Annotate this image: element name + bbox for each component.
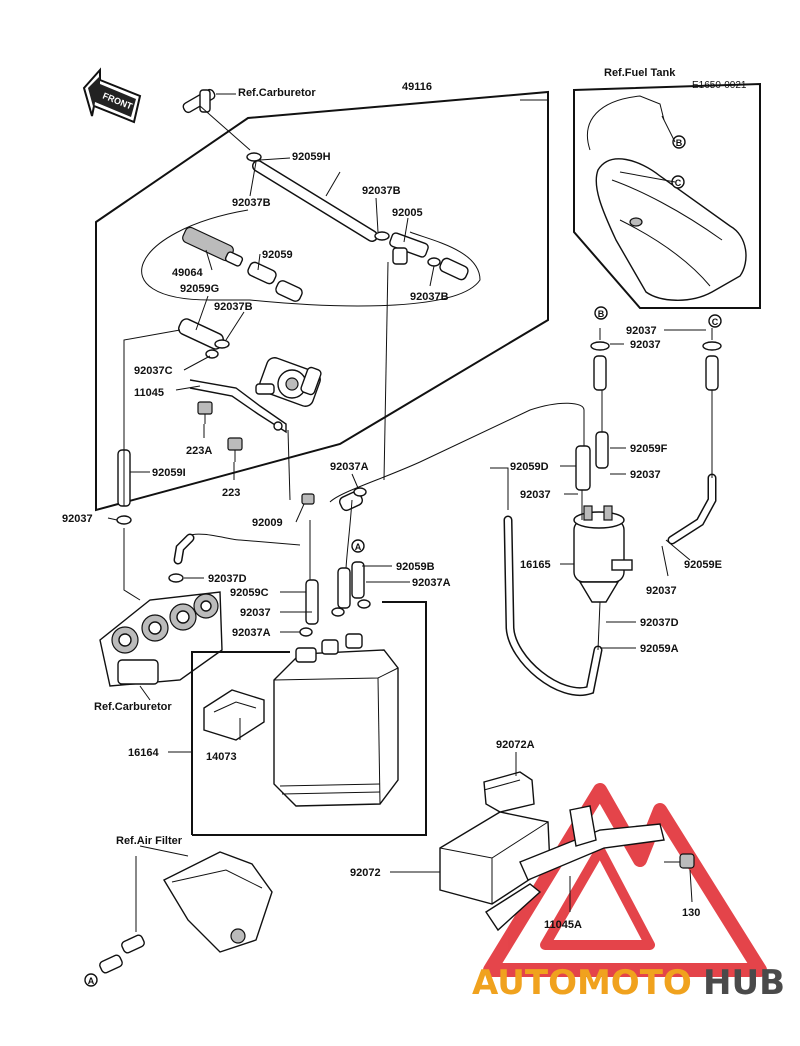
carb-vent-hose <box>168 533 195 583</box>
hose-92059D <box>575 445 591 491</box>
label-92059C: 92059C <box>230 587 269 599</box>
bolt-130 <box>664 853 695 869</box>
bracket-92072 <box>439 771 551 905</box>
front-arrow-icon: FRONT <box>82 67 142 124</box>
label-92059B: 92059B <box>396 561 435 573</box>
fuel-pump <box>255 357 322 407</box>
hose-92059H <box>252 160 378 242</box>
pump-assembly-box <box>95 90 549 512</box>
label-16165: 16165 <box>520 559 551 571</box>
label-92037B-1: 92037B <box>232 197 271 209</box>
label-92037-left: 92037 <box>62 513 93 525</box>
bolt-92009 <box>301 493 315 505</box>
label-16164: 16164 <box>128 747 159 759</box>
label-92005: 92005 <box>392 207 423 219</box>
label-92037C: 92037C <box>134 365 173 377</box>
label-92059H: 92059H <box>292 151 331 163</box>
label-92059I: 92059I <box>152 467 186 479</box>
bracket-11045A <box>485 805 665 932</box>
label-92059G: 92059G <box>180 283 219 295</box>
label-92037B-3: 92037B <box>410 291 449 303</box>
watermark-logo <box>483 783 767 977</box>
fuel-filter-16165 <box>573 505 633 603</box>
label-92037A-1: 92037A <box>330 461 369 473</box>
labels: Ref.Carburetor Ref.Fuel Tank E1650-0021 … <box>62 67 747 931</box>
label-92059A: 92059A <box>640 643 679 655</box>
watermark-automoto: AUTOMOTO <box>472 963 692 1003</box>
label-92072A: 92072A <box>496 739 535 751</box>
hose-92059A <box>503 515 603 696</box>
label-92037B-4: 92037B <box>214 301 253 313</box>
marker-c-tank: C <box>675 178 682 188</box>
holder-14073 <box>203 689 265 741</box>
ref-carburetor-top: Ref.Carburetor <box>238 87 316 99</box>
ref-carburetor-bottom: Ref.Carburetor <box>94 701 172 713</box>
hose-C-pipe <box>702 341 722 391</box>
label-92059E: 92059E <box>684 559 722 571</box>
ref-fuel-tank: Ref.Fuel Tank <box>604 67 676 79</box>
marker-a-airfilter: A <box>88 976 95 986</box>
fuel-tank <box>586 95 747 301</box>
label-92009: 92009 <box>252 517 283 529</box>
label-92037-r3: 92037 <box>630 469 661 481</box>
air-filter <box>163 851 273 953</box>
hose-92059 <box>247 261 303 302</box>
label-49064: 49064 <box>172 267 203 279</box>
label-92059D: 92059D <box>510 461 549 473</box>
label-92059F: 92059F <box>630 443 668 455</box>
marker-c-hose: C <box>712 317 719 327</box>
label-92037B-2: 92037B <box>362 185 401 197</box>
label-92037-r2: 92037 <box>630 339 661 351</box>
canister-hoses <box>299 561 371 637</box>
label-92037A-3: 92037A <box>232 627 271 639</box>
hose-B-pipe <box>590 341 610 469</box>
marker-b-tank: B <box>676 138 683 148</box>
label-92037-r5: 92037 <box>646 585 677 597</box>
label-11045: 11045 <box>134 387 164 399</box>
filter-49064 <box>182 226 244 267</box>
diagram-code: E1650-0021 <box>692 80 747 91</box>
ref-air-filter: Ref.Air Filter <box>116 835 183 847</box>
canister-box <box>191 601 427 836</box>
label-49116: 49116 <box>402 81 432 93</box>
label-223: 223 <box>222 487 240 499</box>
label-92037-mid: 92037 <box>240 607 271 619</box>
label-92037-r4: 92037 <box>520 489 551 501</box>
hose-short-right <box>439 257 469 281</box>
air-filter-fitting <box>99 934 145 974</box>
label-11045A: 11045A <box>544 919 582 931</box>
carburetor-tee-fitting <box>182 88 236 114</box>
label-14073: 14073 <box>206 751 237 763</box>
watermark-text: AUTOMOTO HUB <box>472 963 785 1003</box>
label-92059: 92059 <box>262 249 293 261</box>
marker-a-canister: A <box>355 542 362 552</box>
canister-16164 <box>273 633 399 807</box>
clamps <box>116 152 441 525</box>
label-223A: 223A <box>186 445 212 457</box>
carburetor-bank <box>99 591 223 687</box>
bolt-223A <box>197 401 213 424</box>
label-92037D-2: 92037D <box>640 617 679 629</box>
label-130: 130 <box>682 907 700 919</box>
bolt-223 <box>227 437 243 462</box>
label-92037A-2: 92037A <box>412 577 451 589</box>
leader-lines <box>107 157 706 912</box>
marker-b-hose: B <box>598 309 605 319</box>
bracket-11045 <box>189 379 287 434</box>
label-92037-r1: 92037 <box>626 325 657 337</box>
watermark-hub: HUB <box>703 963 785 1003</box>
tee-92005 <box>389 232 429 265</box>
label-92072: 92072 <box>350 867 381 879</box>
fuel-tank-box <box>573 82 761 309</box>
circle-markers: B C B C A A <box>84 135 722 987</box>
hose-92059E <box>667 473 717 545</box>
label-92037D-1: 92037D <box>208 573 247 585</box>
